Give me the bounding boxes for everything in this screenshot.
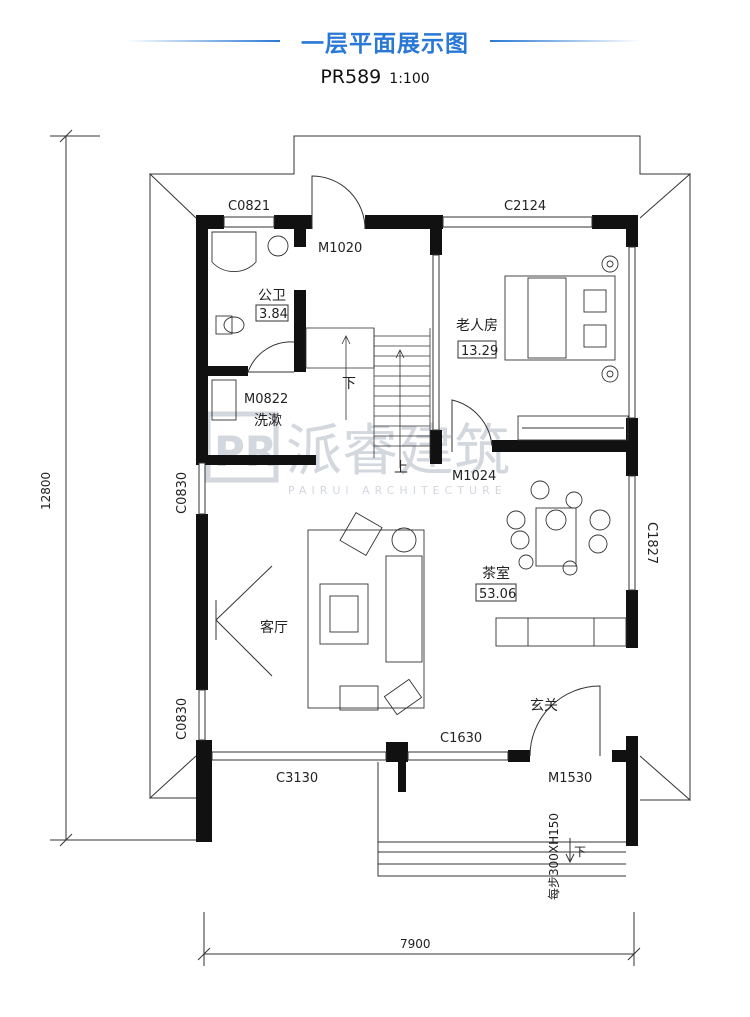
stair-down-label: 下 — [342, 376, 356, 392]
step-note-direction: 下 — [574, 845, 586, 859]
dimension-lines — [50, 129, 641, 966]
elder-room-name: 老人房 — [456, 318, 498, 334]
watermark-en: PAIRUI ARCHITECTURE — [288, 484, 507, 497]
watermark: PR 派睿建筑 PAIRUI ARCHITECTURE — [205, 411, 510, 497]
window-c2124-label: C2124 — [504, 199, 546, 214]
page-title: 一层平面展示图 — [301, 31, 469, 57]
porch — [377, 762, 626, 877]
window-c3130-label: C3130 — [276, 771, 318, 786]
bathroom-name: 公卫 — [258, 288, 286, 304]
window-c0821-label: C0821 — [228, 199, 270, 214]
plan-scale: 1:100 — [389, 71, 430, 87]
door-m1530-label: M1530 — [548, 771, 592, 786]
tea-room-area-box — [475, 583, 517, 602]
header-line-left — [125, 40, 280, 42]
step-note: 每步300XH150 — [546, 813, 561, 900]
watermark-cn: 派睿建筑 — [286, 419, 510, 484]
door-m0822-label: M0822 — [244, 392, 288, 407]
foyer-name: 玄关 — [530, 697, 558, 714]
door-m1024-label: M1024 — [452, 469, 496, 484]
elder-room-area: 13.29 — [461, 344, 498, 359]
plan-subtitle: PR589 1:100 — [0, 66, 750, 88]
window-c0830-top-label: C0830 — [175, 472, 190, 514]
laundry-name: 洗漱 — [254, 413, 282, 429]
elder-room-area-box — [457, 340, 497, 359]
watermark-logo: PR — [214, 427, 277, 476]
doors — [215, 175, 601, 757]
dimension-height: 12800 — [39, 472, 53, 510]
tea-room-area: 53.06 — [479, 587, 516, 602]
window-c1630-label: C1630 — [440, 731, 482, 746]
header: 一层平面展示图 — [0, 18, 750, 58]
stair-up-label: 上 — [394, 460, 408, 476]
header-line-right — [490, 40, 640, 42]
roof-outline — [148, 135, 692, 802]
stairs — [305, 327, 431, 468]
walls — [196, 215, 638, 846]
door-m1020-label: M1020 — [318, 241, 362, 256]
living-room-name: 客厅 — [260, 619, 288, 636]
furniture — [211, 231, 629, 716]
bathroom-area-box — [255, 304, 289, 322]
window-c0830-bottom-label: C0830 — [175, 698, 190, 740]
plan-code: PR589 — [320, 66, 382, 88]
tea-room-name: 茶室 — [482, 565, 510, 582]
windows — [198, 216, 636, 761]
dimension-width: 7900 — [400, 937, 431, 951]
window-c1827-label: C1827 — [644, 522, 659, 564]
bathroom-area: 3.84 — [259, 307, 288, 322]
